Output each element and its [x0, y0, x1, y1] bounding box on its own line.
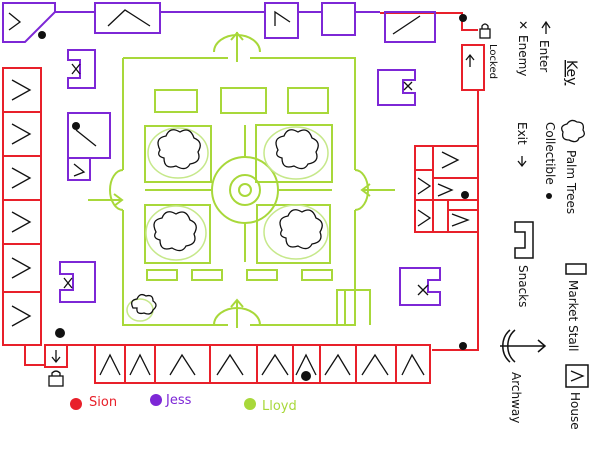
house-left-5 [2, 243, 42, 293]
locked-exit-box [461, 44, 485, 91]
lloyd-light-details [126, 126, 329, 322]
market-stall-7 [301, 269, 333, 281]
lloyd-plaza [122, 57, 371, 326]
jess-region [2, 2, 441, 306]
enemy-x-icon: ✕ [516, 20, 530, 30]
garden-bed-tr [255, 124, 333, 183]
legend-label-jess: Jess [165, 393, 192, 408]
archway-icon [500, 329, 547, 363]
key-palm-trees: Palm Trees [564, 150, 578, 214]
legend-dot-lloyd [244, 398, 256, 410]
palm-tree-icon [561, 119, 585, 143]
key-archway: Archway [509, 372, 523, 423]
house-left-2 [2, 111, 42, 157]
house-top-4 [321, 2, 356, 36]
house-top-left [2, 2, 56, 43]
player-legend: Sion Jess Lloyd [70, 393, 297, 414]
house-right-cluster [414, 145, 479, 233]
key-house: House [568, 392, 582, 430]
collectible [55, 328, 65, 338]
collectible [461, 191, 469, 199]
exit-arrow-icon [517, 156, 527, 168]
bottom-house-row [94, 344, 431, 384]
archways [88, 31, 395, 328]
snacks-right-top [377, 69, 416, 106]
legend-dot-jess [150, 394, 162, 406]
key-title: Key [563, 60, 579, 85]
snacks-left-top [67, 49, 96, 89]
house-top-3 [264, 2, 299, 39]
house-left-6 [2, 291, 42, 346]
key-exit: Exit [515, 122, 529, 145]
collectible-dot-icon [546, 193, 552, 199]
market-stall-3 [287, 87, 329, 114]
legend-label-lloyd: Lloyd [262, 399, 297, 414]
map-key: Key Enter ✕ Enemy Collectible Exit Palm … [500, 20, 589, 430]
key-enter: Enter [537, 40, 551, 72]
exit-arrows [51, 53, 475, 364]
collectible [38, 31, 46, 39]
key-enemy: Enemy [516, 35, 530, 76]
palm-tree-4 [279, 209, 323, 250]
collectible [301, 371, 311, 381]
market-stall-icon [565, 263, 587, 275]
legend-label-sion: Sion [89, 395, 117, 410]
house-left-3 [2, 155, 42, 201]
palm-tree-2 [275, 129, 319, 170]
collectibles [38, 14, 469, 381]
collectible [459, 342, 467, 350]
house-left-4 [2, 199, 42, 245]
market-stall-2 [220, 87, 267, 114]
market-stall-6 [246, 269, 278, 281]
sion-house-icons [11, 79, 470, 376]
exit-box-left [44, 344, 68, 368]
house-left-1 [2, 67, 42, 113]
lock-icons [48, 23, 491, 387]
collectible [459, 14, 467, 22]
market-stall-4 [146, 269, 178, 281]
house-left-purple [67, 112, 111, 159]
palm-tree-1 [157, 129, 201, 170]
jess-house-icons [8, 9, 429, 296]
house-top-2 [94, 2, 161, 34]
garden-bed-bl [144, 204, 211, 264]
house-icon [565, 364, 589, 388]
fountain-inner [229, 174, 261, 206]
key-snacks: Snacks [516, 265, 530, 307]
snacks-right-bottom [399, 267, 441, 306]
lock-icon-bottom [48, 370, 64, 387]
palm-trees [131, 129, 323, 315]
archway-left [109, 169, 124, 211]
market-stall-5 [191, 269, 223, 281]
palm-tree-5 [131, 293, 157, 315]
key-collectible: Collectible [543, 122, 557, 185]
key-market-stall: Market Stall [566, 280, 580, 351]
palm-tree-3 [153, 211, 197, 252]
house-top-5 [384, 11, 436, 43]
snacks-icon [514, 221, 534, 259]
collectible [72, 122, 80, 130]
snacks-left-bottom [59, 261, 96, 303]
sion-region [2, 12, 485, 384]
garden-bed-tl [144, 125, 212, 183]
enter-arrow-icon [541, 20, 551, 34]
lock-icon-top [479, 23, 491, 39]
legend-dot-sion [70, 398, 82, 410]
market-stall-1 [154, 89, 198, 113]
locked-label: Locked [487, 44, 498, 79]
